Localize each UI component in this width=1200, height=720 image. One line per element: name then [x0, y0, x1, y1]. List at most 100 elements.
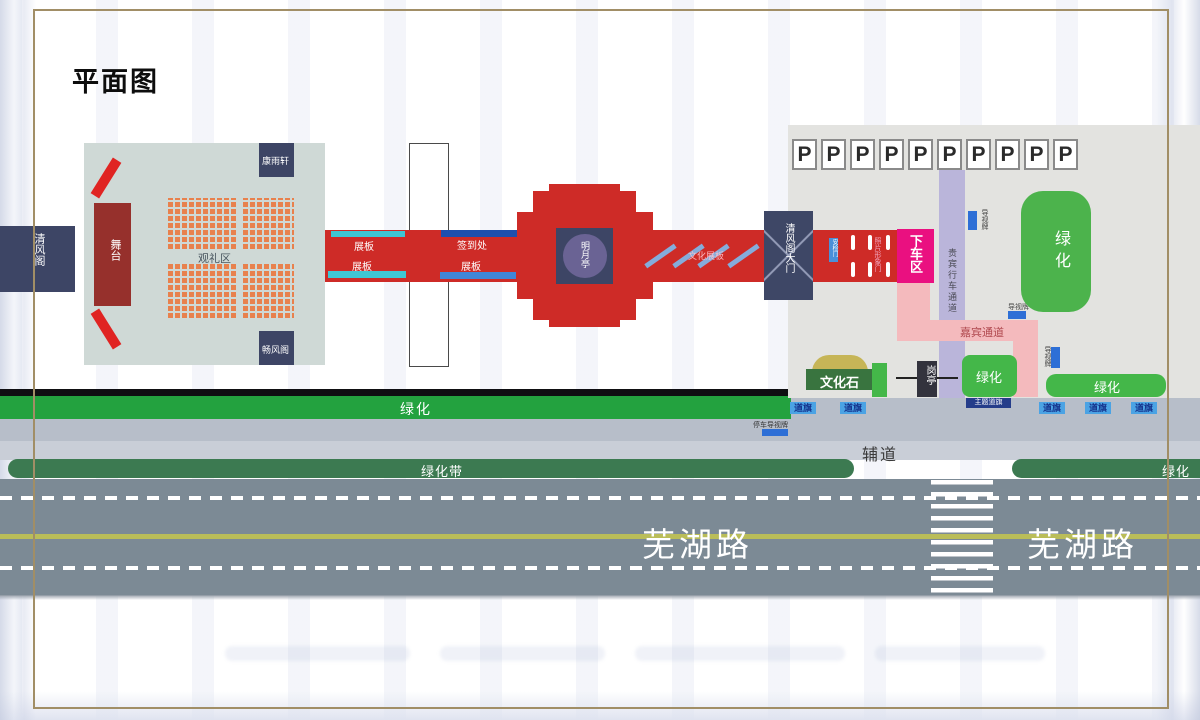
signin-label: 签到处 — [457, 241, 487, 252]
center-yellow-line — [0, 534, 1200, 539]
green-belt-right — [1012, 459, 1200, 478]
parking-guide-sign-label: 停车导视牌 — [753, 422, 788, 429]
service-road-band — [0, 441, 1200, 460]
gate-post-dash — [868, 262, 872, 277]
security-gate-icon: 安检门 — [829, 238, 838, 262]
barrier-line-left — [896, 377, 917, 379]
green-strip — [0, 396, 791, 419]
photo-gate-label: 照片形象门 — [874, 237, 881, 272]
direction-sign-label: 导视牌 — [1044, 346, 1051, 367]
gate-post-dash — [851, 262, 855, 277]
guard-booth: 岗亭 — [917, 361, 937, 397]
crosswalk — [931, 480, 993, 594]
lane-line-top — [0, 496, 1200, 500]
audience-area-label: 观礼区 — [198, 253, 231, 265]
vip-driving-lane — [939, 170, 965, 398]
parking-row: P P P P P P P P P P — [792, 139, 1092, 170]
road-flag-tag: 道旗 — [840, 402, 866, 414]
green-belt-right-label: 绿化 — [1162, 464, 1191, 479]
guest-path-label: 嘉宾通道 — [960, 327, 1004, 339]
page-title: 平面图 — [72, 67, 159, 97]
road-lower-edge — [0, 595, 1200, 600]
road-flag-tag: 道旗 — [1039, 402, 1065, 414]
faint-footer-text — [225, 646, 1045, 663]
display-board-bar — [328, 271, 406, 278]
parking-sign-icon: P — [995, 139, 1020, 170]
road-name-right: 芜湖路 — [1027, 526, 1138, 563]
parking-sign-icon: P — [879, 139, 904, 170]
display-board-bar — [331, 231, 405, 237]
direction-sign-icon — [1008, 311, 1026, 319]
guest-path-vertical — [897, 283, 930, 327]
parking-sign-icon: P — [1024, 139, 1049, 170]
qingfeng-pavilion-label: 清风阁 — [33, 233, 45, 266]
green-area-mid: 绿化 — [962, 355, 1017, 397]
seat-block-top-left — [168, 198, 238, 249]
display-board-label: 展板 — [461, 262, 481, 273]
guard-booth-label: 岗亭 — [924, 365, 935, 385]
road-flag-tag: 道旗 — [790, 402, 816, 414]
green-area-large — [1021, 191, 1091, 312]
direction-sign-icon — [968, 211, 977, 230]
signin-bar — [441, 230, 518, 237]
lane-line-bottom — [0, 566, 1200, 570]
display-board-label: 展板 — [354, 242, 374, 253]
direction-sign-label: 导视牌 — [1008, 304, 1029, 311]
culture-stone-side-green — [872, 363, 887, 397]
display-board-label: 展板 — [352, 262, 372, 273]
parking-guide-sign-icon — [762, 429, 788, 436]
parking-sign-icon: P — [1053, 139, 1078, 170]
green-area-large-label: 绿化 — [1052, 230, 1069, 274]
guest-path-down — [1013, 341, 1038, 397]
gate-post-dash — [886, 235, 890, 250]
seat-block-bottom-right — [243, 263, 294, 318]
green-area-mid-label: 绿化 — [976, 370, 1003, 385]
parking-sign-icon: P — [908, 139, 933, 170]
culture-stone-label: 文化石 — [820, 375, 860, 390]
culture-stone-body: 文化石 — [806, 369, 872, 390]
green-area-low-label: 绿化 — [1094, 380, 1121, 395]
security-gate-label: 安检门 — [831, 239, 837, 257]
parking-sign-icon: P — [937, 139, 962, 170]
culture-stone-dome — [812, 355, 868, 372]
main-gate-label: 清风阁大门 — [783, 223, 794, 273]
changfengge-label: 畅风阁 — [262, 345, 290, 355]
direction-sign-icon — [1051, 347, 1060, 368]
display-board-bar — [440, 272, 516, 279]
kangyuxuan-label: 康雨轩 — [262, 156, 290, 166]
gate-post-dash — [886, 262, 890, 277]
gate-post-dash — [851, 235, 855, 250]
road-flag-tag: 道旗 — [1131, 402, 1157, 414]
green-belt-left-label: 绿化带 — [421, 464, 464, 479]
dropoff-zone-label: 下车区 — [908, 234, 923, 273]
gate-post-dash — [868, 235, 872, 250]
site-boundary-line — [0, 389, 791, 396]
road-name-left: 芜湖路 — [642, 526, 753, 563]
green-belt-left — [8, 459, 854, 478]
main-gate: 清风阁大门 — [764, 211, 813, 300]
stage-label: 舞台 — [109, 239, 121, 261]
guest-path-horizontal — [897, 320, 1038, 341]
kangyuxuan-box: 康雨轩 — [259, 143, 294, 177]
dropoff-zone: 下车区 — [897, 229, 934, 283]
pavilion-label: 明月亭 — [580, 241, 590, 268]
vip-driving-lane-label: 贵宾行车通道 — [947, 248, 957, 314]
parking-sign-icon: P — [821, 139, 846, 170]
pavilion-circle — [563, 234, 607, 278]
service-road-label: 辅道 — [862, 447, 899, 464]
green-area-low: 绿化 — [1046, 374, 1166, 397]
parking-sign-icon: P — [966, 139, 991, 170]
barrier-line-right — [937, 377, 958, 379]
parking-sign-icon: P — [792, 139, 817, 170]
direction-sign-label: 导视牌 — [981, 209, 988, 230]
qingfeng-pavilion-box: 清风阁 — [0, 226, 75, 292]
carpet-stripes-label: 文化展板 — [688, 251, 725, 261]
seat-block-top-right — [243, 198, 294, 249]
stage: 舞台 — [94, 203, 131, 306]
pavilion-core: 明月亭 — [556, 228, 613, 284]
green-strip-label: 绿化 — [400, 401, 432, 417]
seat-block-bottom-left — [168, 263, 238, 318]
road-flag-tag: 道旗 — [1085, 402, 1111, 414]
changfengge-box: 畅风阁 — [259, 331, 294, 365]
